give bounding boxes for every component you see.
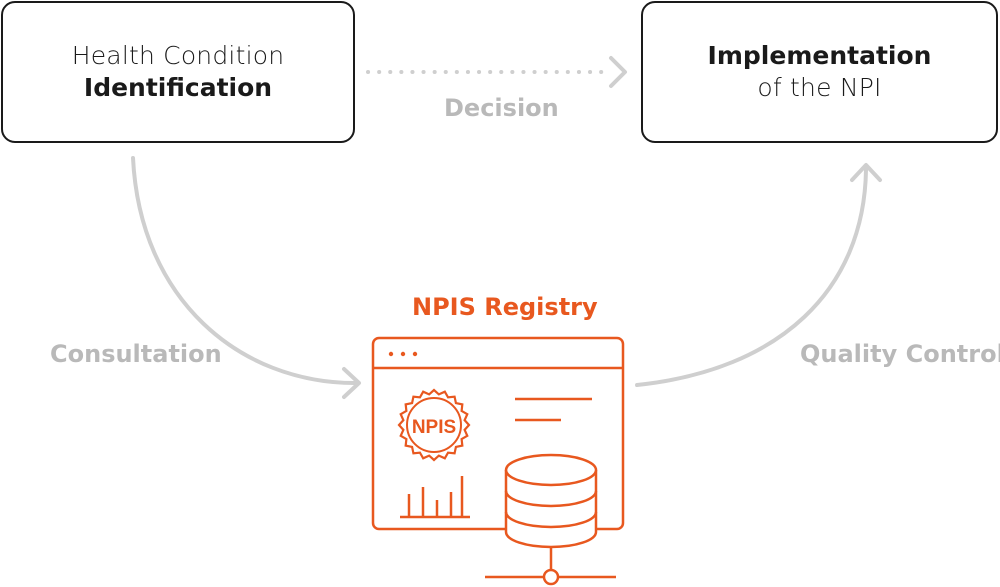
quality-control-label: Quality Control — [800, 340, 1000, 368]
window-dots-icon — [388, 351, 418, 357]
bar-chart-icon — [400, 476, 470, 519]
health-condition-identification-node: Health Condition Identification — [1, 1, 355, 143]
registry-window: NPIS — [371, 336, 625, 531]
quality-control-arrowhead — [850, 163, 882, 182]
seal-text: NPIS — [412, 417, 456, 438]
registry-title: NPIS Registry — [412, 293, 598, 321]
consultation-arrow-curve — [131, 156, 357, 385]
node-line-regular: Health Condition — [71, 41, 285, 70]
decision-label: Decision — [444, 94, 559, 122]
database-icon — [485, 453, 616, 586]
quality-control-arrow-curve — [635, 168, 868, 387]
registry-window-frame — [371, 336, 625, 531]
consultation-label: Consultation — [50, 340, 222, 368]
node-line-bold: Implementation — [707, 41, 932, 70]
consultation-arrowhead — [342, 367, 361, 399]
decision-arrowhead — [609, 56, 627, 88]
npis-seal-icon: NPIS — [397, 388, 471, 462]
node-line-regular: of the NPI — [757, 73, 882, 102]
node-line-bold: Identification — [83, 73, 273, 102]
implementation-node: Implementation of the NPI — [641, 1, 998, 143]
